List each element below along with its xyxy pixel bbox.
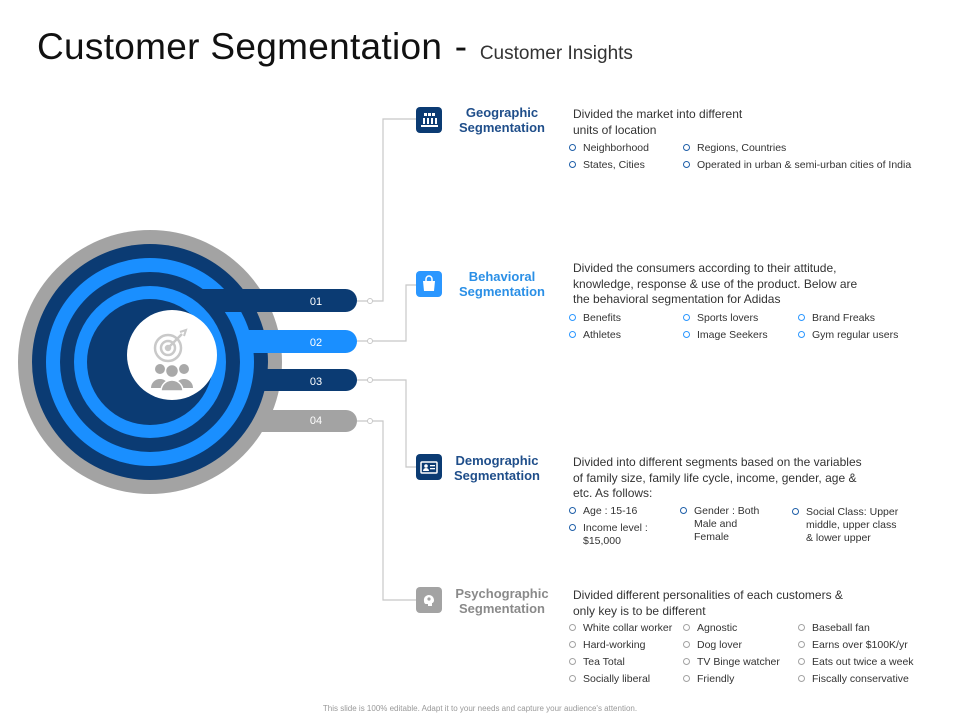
behavioral-description: Divided the consumers according to their… bbox=[573, 261, 857, 308]
bullet-item: Fiscally conservative bbox=[798, 673, 909, 686]
footer-note: This slide is 100% editable. Adapt it to… bbox=[322, 704, 638, 713]
bullet-item: Baseball fan bbox=[798, 622, 870, 635]
brain-gears-icon bbox=[423, 594, 434, 606]
bullet-item: Image Seekers bbox=[683, 329, 768, 342]
psychographic-icon-box bbox=[416, 587, 442, 613]
connector-02 bbox=[357, 284, 416, 342]
bullet-item: Operated in urban & semi-urban cities of… bbox=[683, 159, 911, 172]
bullet-item: States, Cities bbox=[569, 159, 645, 172]
connector-lines bbox=[357, 118, 416, 601]
demographic-title-line1: Demographic bbox=[455, 453, 539, 468]
bullet-item: Age : 15-16 bbox=[569, 505, 637, 518]
bullet-item: Brand Freaks bbox=[798, 312, 875, 325]
connector-dots bbox=[367, 298, 373, 424]
bullet-item: Agnostic bbox=[683, 622, 737, 635]
description-line: Divided different personalities of each … bbox=[573, 588, 843, 602]
bullet-item: Hard-working bbox=[569, 639, 645, 652]
bullet-item: Social Class: Upper middle, upper class … bbox=[792, 506, 898, 545]
bullet-item: Gender : Both Male and Female bbox=[680, 505, 759, 544]
description-line: units of location bbox=[573, 122, 657, 137]
geographic-icon-box bbox=[416, 107, 442, 133]
geographic-description: Divided the market into different units … bbox=[573, 107, 742, 138]
connector-04 bbox=[357, 420, 416, 601]
psychographic-description: Divided different personalities of each … bbox=[573, 588, 843, 619]
target-icon bbox=[153, 328, 188, 363]
connector-01 bbox=[357, 118, 416, 302]
bullet-item: Gym regular users bbox=[798, 329, 898, 342]
people-group-icon bbox=[151, 363, 193, 392]
bullet-item: Neighborhood bbox=[569, 142, 649, 155]
geography-icon bbox=[421, 113, 438, 127]
title-separator: - bbox=[454, 26, 468, 67]
psychographic-title: Psychographic Segmentation bbox=[447, 586, 557, 616]
description-line: only key is to be different bbox=[573, 603, 706, 618]
description-line: Divided the market into different bbox=[573, 107, 743, 121]
demographic-icon-box bbox=[416, 454, 442, 480]
bullet-item: Socially liberal bbox=[569, 673, 650, 686]
description-line: Divided into different segments based on… bbox=[573, 455, 862, 469]
tab-04-label: 04 bbox=[310, 415, 322, 427]
description-line: the behavioral segmentation for Adidas bbox=[573, 292, 781, 306]
bullet-item: Athletes bbox=[569, 329, 621, 342]
shopping-bag-icon bbox=[423, 275, 435, 291]
tab-02-label: 02 bbox=[310, 337, 322, 349]
demographic-description: Divided into different segments based on… bbox=[573, 455, 862, 502]
geographic-title-line1: Geographic bbox=[465, 105, 539, 120]
geographic-title-line2: Segmentation bbox=[459, 120, 545, 135]
connector-03 bbox=[357, 379, 416, 468]
title-main: Customer Segmentation bbox=[37, 26, 443, 67]
tab-03-label: 03 bbox=[310, 376, 322, 388]
bullet-item: Earns over $100K/yr bbox=[798, 639, 908, 652]
bullet-item: Eats out twice a week bbox=[798, 656, 914, 669]
description-line: etc. As follows: bbox=[573, 486, 653, 500]
description-line: Divided the consumers according to their… bbox=[573, 261, 837, 275]
bullet-item: Tea Total bbox=[569, 656, 625, 669]
behavioral-title: Behavioral Segmentation bbox=[447, 269, 557, 299]
behavioral-title-line1: Behavioral bbox=[468, 269, 536, 284]
title-sub: Customer Insights bbox=[479, 43, 633, 64]
bullet-item: TV Binge watcher bbox=[683, 656, 780, 669]
psychographic-title-line2: Segmentation bbox=[459, 601, 545, 616]
bullet-item: Benefits bbox=[569, 312, 621, 325]
psychographic-title-line1: Psychographic bbox=[455, 586, 549, 601]
bullet-item: Sports lovers bbox=[683, 312, 758, 325]
bullet-item: Income level : $15,000 bbox=[569, 522, 648, 548]
demographic-title: Demographic Segmentation bbox=[442, 453, 552, 483]
bullet-item: Friendly bbox=[683, 673, 734, 686]
slide-title: Customer Segmentation - Customer Insight… bbox=[37, 26, 633, 68]
behavioral-icon-box bbox=[416, 271, 442, 297]
description-line: of family size, family life cycle, incom… bbox=[573, 470, 857, 485]
behavioral-title-line2: Segmentation bbox=[459, 284, 545, 299]
bullet-item: Regions, Countries bbox=[683, 142, 786, 155]
bullet-item: Dog lover bbox=[683, 639, 742, 652]
tab-01-bar bbox=[150, 289, 357, 312]
geographic-title: Geographic Segmentation bbox=[447, 105, 557, 135]
description-line: knowledge, response & use of the product… bbox=[573, 276, 858, 291]
tab-01-label: 01 bbox=[310, 296, 322, 308]
demographic-title-line2: Segmentation bbox=[454, 468, 540, 483]
id-card-icon bbox=[420, 461, 438, 474]
bullet-item: White collar worker bbox=[569, 622, 672, 635]
